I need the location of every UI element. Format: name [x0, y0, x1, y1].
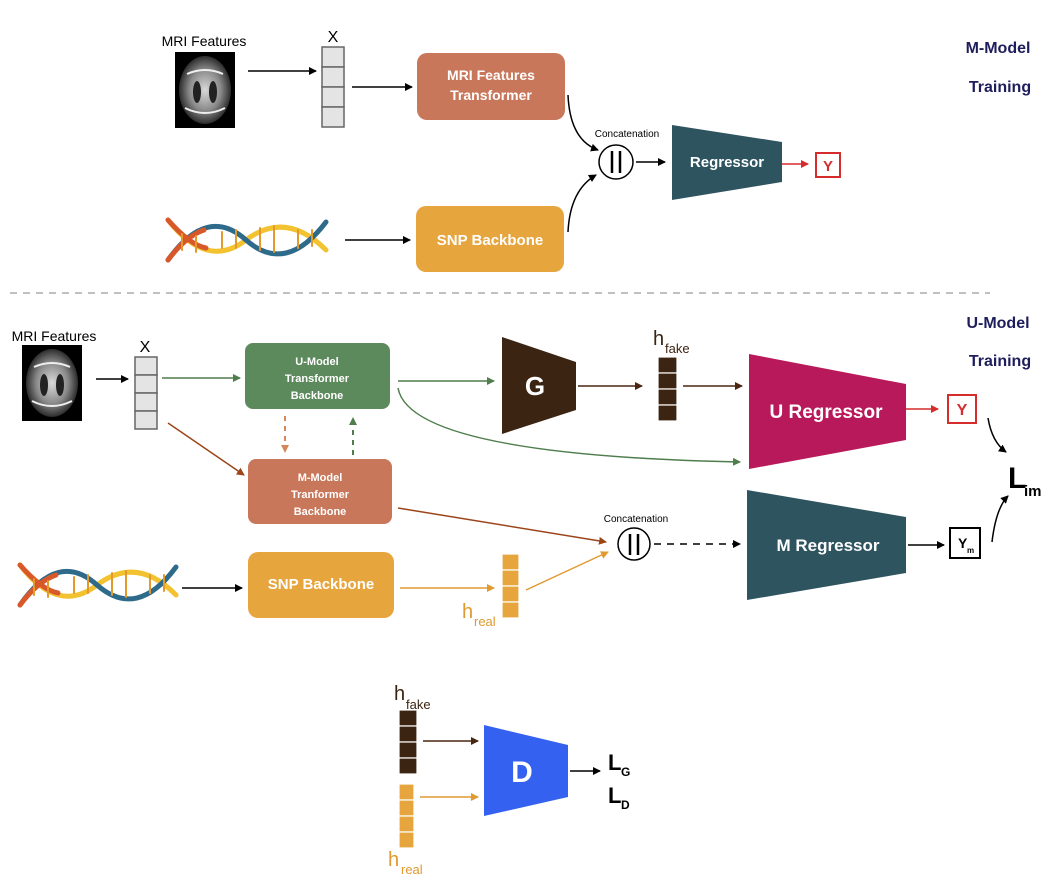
middle-h-fake-label: h fake	[653, 328, 690, 356]
middle-m-output-ym-box: Y m	[949, 527, 981, 559]
middle-u-output-label: Y	[957, 402, 968, 419]
top-dna-image	[165, 217, 329, 263]
bottom-h-fake-main: h	[394, 683, 405, 705]
top-transformer-line1: MRI Features	[447, 67, 535, 83]
u-regressor: U Regressor	[749, 354, 906, 469]
top-arrow-snp-to-concat	[567, 174, 597, 233]
u-regressor-label: U Regressor	[770, 402, 884, 423]
m-regressor: M Regressor	[747, 490, 906, 600]
bottom-h-real-vector	[398, 783, 415, 849]
u-backbone-line3: Backbone	[291, 390, 344, 402]
middle-arrow-x-to-m-backbone	[167, 422, 245, 476]
middle-mri-label: MRI Features	[12, 328, 97, 344]
generator-label: G	[525, 371, 545, 401]
middle-h-fake-main: h	[653, 328, 664, 350]
middle-mri-brain-image	[22, 345, 82, 421]
top-mri-label: MRI Features	[162, 33, 247, 49]
middle-h-fake-sub: fake	[665, 341, 690, 356]
middle-x-vector	[134, 356, 158, 430]
middle-h-real-vector	[501, 553, 520, 619]
top-regressor: Regressor	[672, 125, 782, 200]
middle-arrow-y-to-loss	[987, 417, 1007, 453]
middle-concat-operator	[617, 527, 651, 561]
bottom-h-fake-vector	[398, 709, 418, 775]
bottom-h-fake-label: h fake	[394, 683, 431, 712]
discriminator-d: D	[484, 725, 568, 816]
middle-title-line1: U-Model	[966, 315, 1029, 332]
top-transformer-line2: Transformer	[450, 87, 532, 103]
middle-h-real-main: h	[462, 601, 473, 623]
middle-arrow-h-real-to-concat	[525, 551, 609, 591]
generator-g: G	[502, 337, 576, 434]
middle-h-real-sub: real	[474, 614, 496, 629]
bottom-loss-d-sub: D	[621, 798, 630, 812]
u-model-backbone-box: U-Model Transformer Backbone	[245, 343, 390, 409]
middle-loss-sub: im	[1024, 483, 1042, 500]
top-title-line2: Training	[969, 79, 1031, 96]
top-regressor-label: Regressor	[690, 154, 764, 171]
top-output-label: Y	[823, 158, 833, 175]
bottom-h-real-sub: real	[401, 862, 423, 877]
middle-title-line2: Training	[969, 353, 1031, 370]
middle-u-output-y-box: Y	[947, 394, 977, 424]
middle-arrow-ym-to-loss	[991, 495, 1009, 543]
middle-h-fake-vector	[657, 356, 678, 422]
top-output-y-box: Y	[815, 152, 841, 178]
m-regressor-label: M Regressor	[777, 536, 880, 555]
discriminator-label: D	[511, 756, 533, 789]
u-backbone-line2: Transformer	[285, 373, 350, 385]
bottom-loss-d-main: L	[608, 783, 621, 808]
middle-arrow-m-backbone-to-concat	[397, 507, 607, 545]
bottom-loss-g-sub: G	[621, 765, 630, 779]
top-title-line1: M-Model	[966, 40, 1031, 57]
m-model-backbone-box: M-Model Tranformer Backbone	[248, 459, 392, 524]
m-backbone-line3: Backbone	[294, 506, 347, 518]
u-backbone-line1: U-Model	[295, 356, 338, 368]
bottom-loss-g-main: L	[608, 750, 621, 775]
middle-loss-main: L	[1008, 462, 1026, 495]
bottom-loss-ld: L D	[608, 783, 630, 812]
middle-snp-backbone-box: SNP Backbone	[248, 552, 394, 618]
middle-loss-lim: L im	[1008, 462, 1042, 500]
top-x-label: X	[328, 29, 339, 46]
middle-m-output-sub: m	[967, 546, 974, 555]
middle-h-real-label: h real	[462, 601, 496, 629]
top-concat-label: Concatenation	[595, 129, 660, 140]
middle-dna-image	[17, 562, 179, 608]
bottom-h-real-main: h	[388, 849, 399, 871]
top-mri-transformer-box: MRI Features Transformer	[417, 53, 565, 120]
bottom-h-fake-sub: fake	[406, 697, 431, 712]
top-snp-label: SNP Backbone	[437, 232, 543, 249]
bottom-loss-lg: L G	[608, 750, 630, 779]
middle-m-output-main: Y	[958, 535, 968, 551]
bottom-h-real-label: h real	[388, 849, 423, 877]
m-backbone-line1: M-Model	[298, 472, 343, 484]
top-x-vector	[321, 46, 345, 128]
m-backbone-line2: Tranformer	[291, 489, 350, 501]
middle-arrow-u-backbone-to-u-regressor	[397, 387, 741, 466]
middle-x-label: X	[140, 339, 151, 356]
top-mri-brain-image	[175, 52, 235, 128]
top-snp-backbone-box: SNP Backbone	[416, 206, 564, 272]
top-arrow-transformer-to-concat	[567, 94, 599, 152]
top-concat-operator	[598, 144, 634, 180]
middle-concat-label: Concatenation	[604, 514, 669, 525]
middle-snp-label: SNP Backbone	[268, 576, 374, 593]
